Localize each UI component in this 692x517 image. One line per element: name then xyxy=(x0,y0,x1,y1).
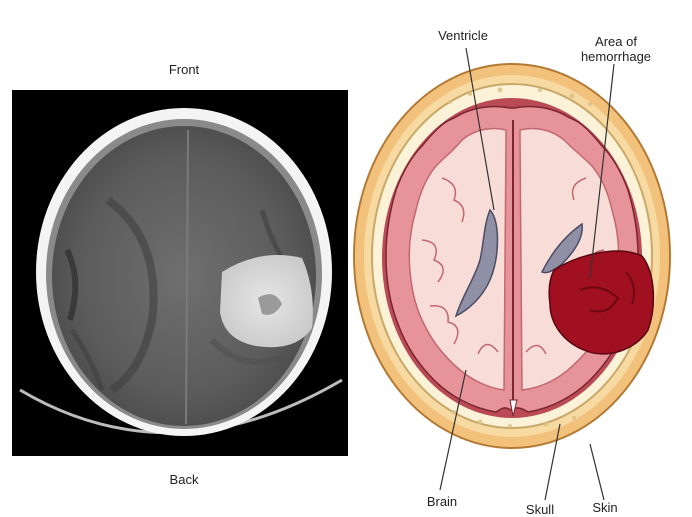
hemorrhage-area xyxy=(549,251,653,354)
brain-label: Brain xyxy=(414,494,470,509)
front-label: Front xyxy=(150,62,218,77)
brain-cross-section-illustration xyxy=(350,60,692,460)
hemorrhage-label-line2: hemorrhage xyxy=(568,49,664,64)
skull-label: Skull xyxy=(512,502,568,517)
back-label: Back xyxy=(150,472,218,487)
hemorrhage-label-line1: Area of xyxy=(568,34,664,49)
ventricle-label: Ventricle xyxy=(420,28,506,43)
skin-label: Skin xyxy=(580,500,630,515)
ct-scan-image xyxy=(12,90,348,456)
